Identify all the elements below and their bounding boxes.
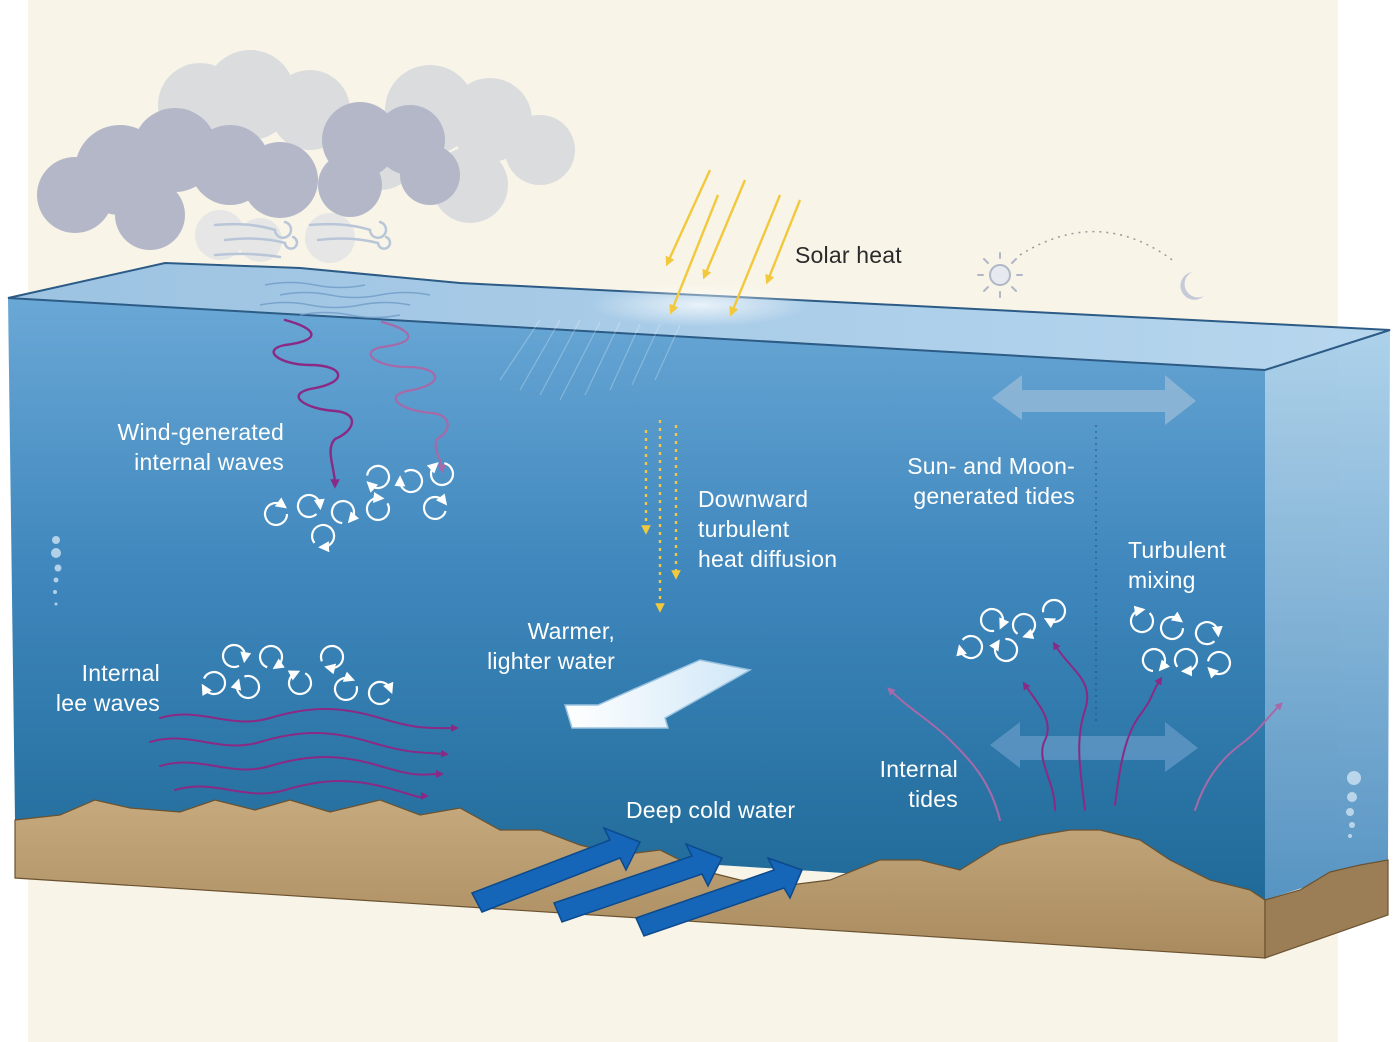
label-turbulent-1: Turbulent xyxy=(1128,537,1227,563)
turbulent-eddy-icon xyxy=(979,607,1010,633)
light-rays xyxy=(499,319,681,401)
sun-icon xyxy=(977,252,1023,298)
turbulent-eddy-icon xyxy=(258,644,285,670)
wind-swirl-icon xyxy=(213,220,392,259)
cloud-icon xyxy=(37,50,575,263)
label-solar-heat: Solar heat xyxy=(795,242,902,268)
label-deep-cold: Deep cold water xyxy=(626,797,795,823)
seafloor-side xyxy=(1264,859,1389,959)
label-lee-1: Internal xyxy=(82,660,160,686)
label-internal-tides-2: tides xyxy=(908,786,958,812)
turbulent-eddy-icon xyxy=(310,523,336,553)
turbulent-eddy-icon xyxy=(426,462,455,487)
turbulent-eddy-icon xyxy=(263,497,289,527)
bubbles-right xyxy=(1346,771,1361,838)
turbulent-eddy-icon xyxy=(1141,647,1171,673)
turbulent-eddy-icon xyxy=(1173,647,1199,677)
turbulent-eddy-icon xyxy=(1159,611,1185,641)
turbulent-eddy-icon xyxy=(296,493,325,519)
tide-arrow-top xyxy=(992,375,1196,425)
wind-wave-spiral xyxy=(272,318,354,489)
label-warmer-2: lighter water xyxy=(487,648,615,674)
sun-glow xyxy=(590,283,810,327)
label-internal-tides-1: Internal xyxy=(880,756,958,782)
turbulent-eddy-icon xyxy=(287,670,313,696)
warmer-water-arrow xyxy=(563,659,753,729)
label-downward-3: heat diffusion xyxy=(698,546,837,572)
internal-tide-arrows xyxy=(887,641,1283,821)
turbulent-eddy-icon xyxy=(989,637,1019,663)
turbulent-eddy-icon xyxy=(201,670,227,697)
turbulent-eddy-icon xyxy=(221,643,252,669)
heat-diffusion-arrows xyxy=(641,420,681,613)
turbulent-eddy-icon xyxy=(1194,621,1223,646)
turbulent-eddy-icon xyxy=(1011,612,1037,640)
label-downward-2: turbulent xyxy=(698,516,790,542)
label-tides-2: generated tides xyxy=(913,483,1075,509)
label-wind-waves-2: internal waves xyxy=(134,449,284,475)
label-turbulent-2: mixing xyxy=(1128,567,1196,593)
water-side-face xyxy=(1265,330,1390,900)
wind-wave-spiral xyxy=(369,320,449,474)
deep-cold-water-arrows xyxy=(470,826,804,937)
water-front-face xyxy=(8,298,1265,900)
turbulent-eddy-icon xyxy=(333,671,359,701)
turbulent-eddy-icon xyxy=(365,492,391,522)
surface-ripples xyxy=(259,281,431,319)
lee-waves xyxy=(149,708,459,801)
turbulent-eddy-icon xyxy=(422,493,448,521)
turbulent-eddy-icon xyxy=(956,634,984,660)
label-downward-1: Downward xyxy=(698,486,808,512)
turbulent-eddy-icon xyxy=(1041,598,1067,629)
label-tides-1: Sun- and Moon- xyxy=(907,453,1075,479)
moon-icon xyxy=(1180,272,1204,300)
turbulent-eddy-icon xyxy=(319,644,345,675)
turbulent-eddy-icon xyxy=(366,464,391,493)
bubbles-left xyxy=(51,536,62,606)
solar-heat-arrows xyxy=(665,169,802,317)
sun-moon-path xyxy=(1019,231,1176,263)
label-wind-waves-1: Wind-generated xyxy=(118,419,284,445)
label-lee-2: lee waves xyxy=(56,690,160,716)
turbulent-eddy-icon xyxy=(394,468,424,494)
turbulent-eddy-icon xyxy=(230,674,261,700)
turbulent-eddy-icon xyxy=(1129,605,1155,634)
turbulent-eddy-icon xyxy=(367,680,394,706)
turbulent-eddy-icon xyxy=(330,499,360,525)
eddy-clusters xyxy=(201,462,1232,706)
turbulent-eddy-icon xyxy=(1207,650,1232,679)
label-warmer-1: Warmer, xyxy=(528,618,615,644)
